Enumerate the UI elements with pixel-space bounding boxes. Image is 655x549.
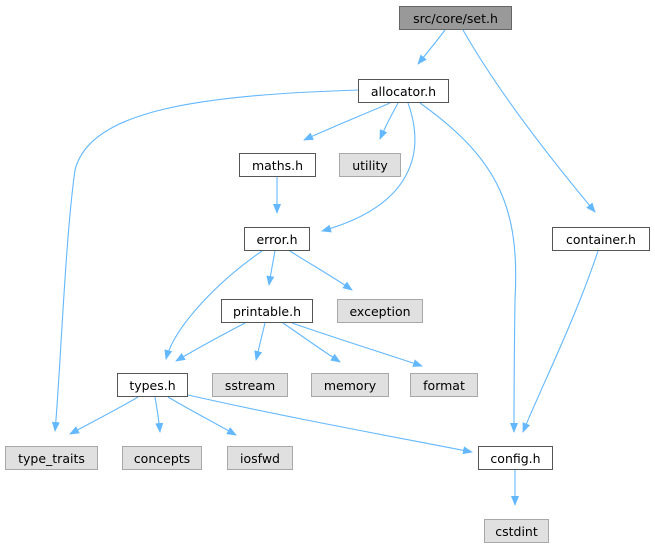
edge-types-h-to-config-h [187,394,473,455]
edge-allocator-h-to-maths-h [303,102,391,141]
node-utility[interactable]: utility [339,153,401,177]
node-error-h[interactable]: error.h [244,227,310,251]
node-printable-h[interactable]: printable.h [221,299,313,323]
node-exception[interactable]: exception [337,299,423,323]
edge-printable-h-to-sstream [254,322,266,361]
edge-allocator-h-to-error-h [321,102,416,233]
node-config-h[interactable]: config.h [478,446,553,470]
edge-allocator-h-to-config-h [419,102,519,433]
node-type-traits[interactable]: type_traits [5,446,98,470]
edge-printable-h-to-format [291,322,423,367]
edge-set-h-to-container-h [462,29,596,213]
edge-error-h-to-exception [289,250,353,291]
edge-allocator-h-to-type-traits [51,89,361,432]
node-types-h[interactable]: types.h [117,373,188,397]
node-maths-h[interactable]: maths.h [239,153,316,177]
node-format[interactable]: format [410,373,478,397]
node-container-h[interactable]: container.h [552,227,650,251]
edge-error-h-to-printable-h [266,250,276,286]
node-allocator-h[interactable]: allocator.h [358,79,449,103]
node-concepts[interactable]: concepts [122,446,202,470]
edge-allocator-h-to-utility [379,102,399,140]
node-cstdint[interactable]: cstdint [484,519,549,543]
edge-types-h-to-iosfwd [167,396,237,436]
edge-types-h-to-concepts [154,396,164,433]
edges [51,29,599,506]
node-sstream[interactable]: sstream [212,373,288,397]
node-iosfwd[interactable]: iosfwd [227,446,293,470]
edge-set-h-to-allocator-h [417,29,446,65]
node-set-h[interactable]: src/core/set.h [399,6,512,30]
edge-container-h-to-config-h [522,250,599,433]
edge-printable-h-to-memory [282,322,341,363]
edge-error-h-to-types-h [164,250,263,360]
edge-types-h-to-type-traits [69,396,139,435]
node-memory[interactable]: memory [311,373,389,397]
edge-printable-h-to-types-h [175,322,246,362]
